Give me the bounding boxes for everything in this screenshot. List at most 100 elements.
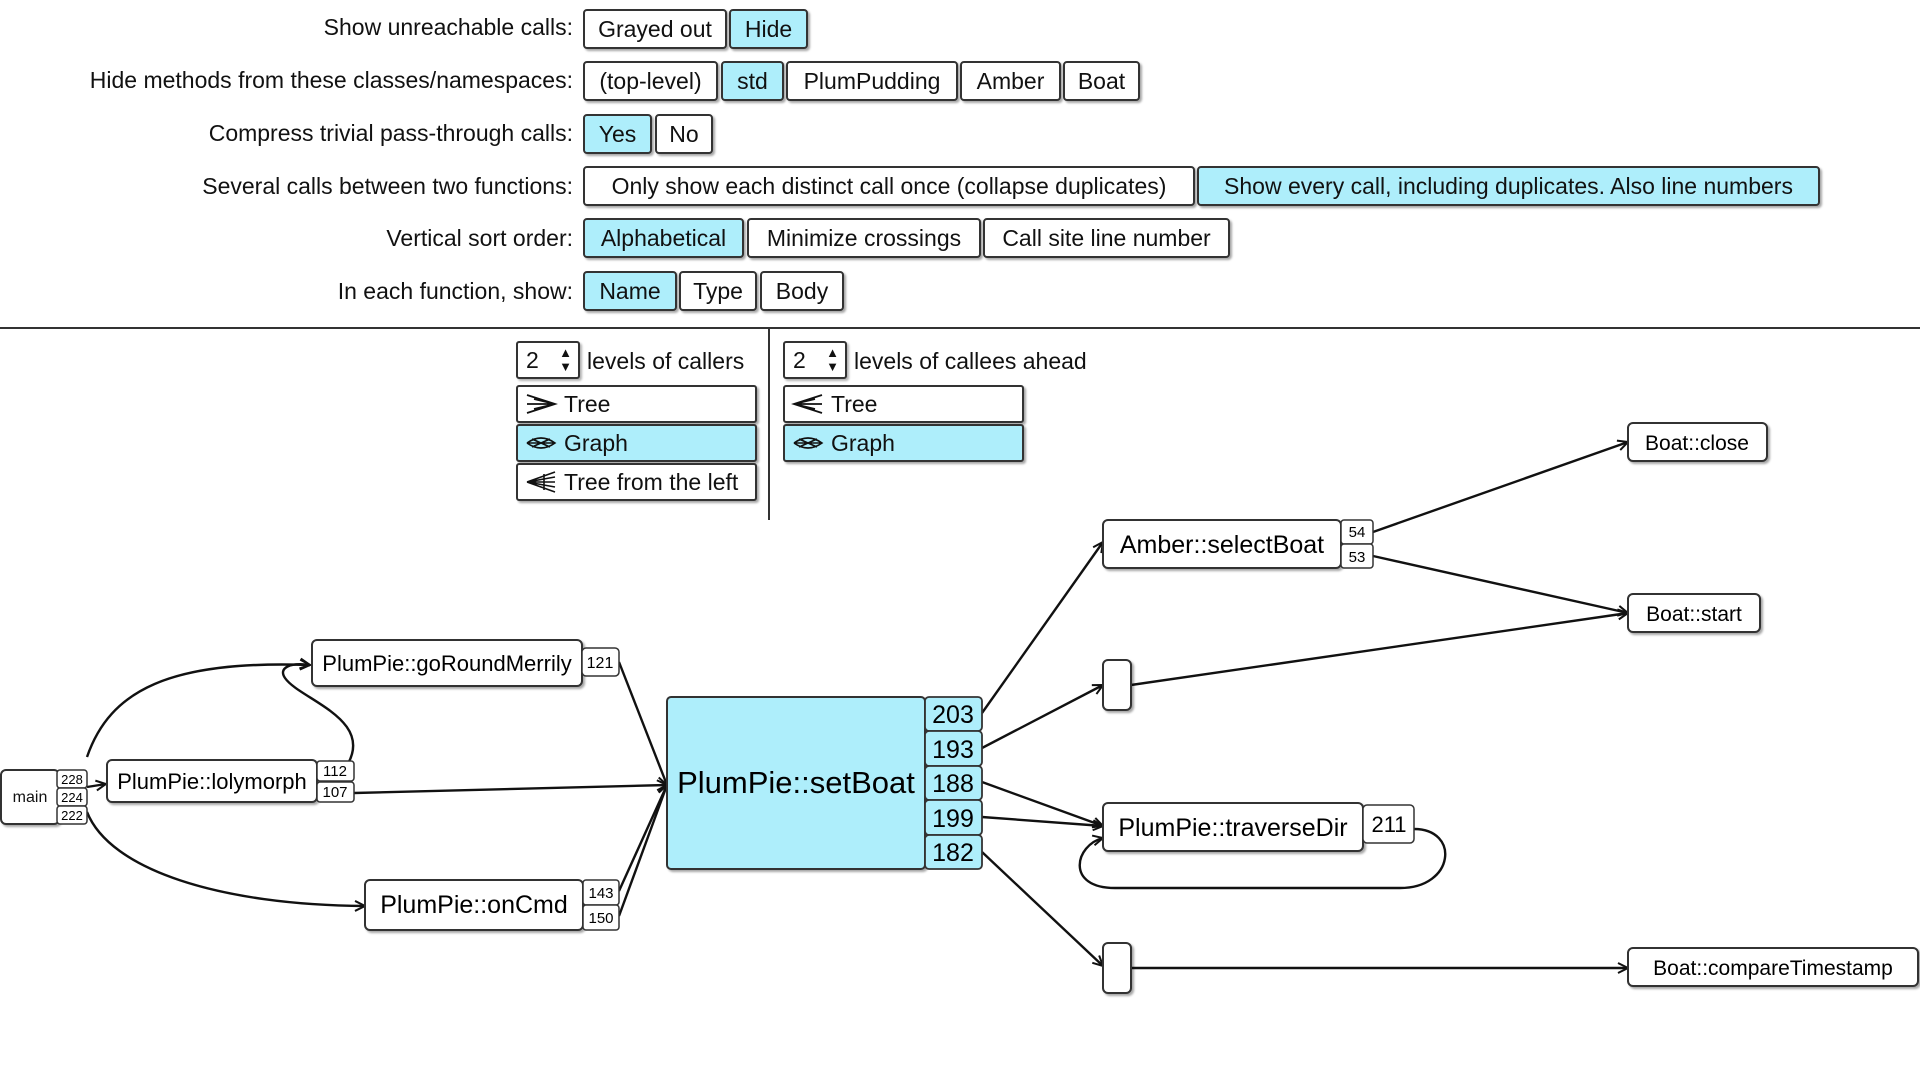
node-main[interactable]: main 228 224 222	[0, 769, 88, 825]
hide-plumpudding-button[interactable]: PlumPudding	[786, 61, 958, 101]
node-boat-comparetimestamp[interactable]: Boat::compareTimestamp	[1627, 947, 1919, 987]
option-label-several-calls: Several calls between two functions:	[202, 173, 573, 199]
node-boat-start-label: Boat::start	[1646, 603, 1742, 626]
node-boat-close[interactable]: Boat::close	[1627, 422, 1768, 462]
caller-tree-from-left-label: Tree from the left	[564, 468, 739, 495]
edge-selectboat-close	[1372, 442, 1628, 534]
edge-setboat-passthrough-2	[981, 851, 1103, 966]
caller-graph-button[interactable]: Graph	[516, 424, 757, 462]
edge-passthrough-start	[1130, 613, 1628, 687]
option-label-compress: Compress trivial pass-through calls:	[208, 120, 573, 146]
line-number-badge: 54	[1349, 524, 1366, 541]
line-number-badge: 224	[61, 790, 83, 805]
show-body-button[interactable]: Body	[760, 271, 844, 311]
edge-setboat-selectboat	[981, 542, 1103, 714]
unreachable-grayed-out-button[interactable]: Grayed out	[583, 9, 727, 49]
node-selectboat[interactable]: Amber::selectBoat 54 53	[1102, 519, 1374, 569]
node-setboat-focus[interactable]: PlumPie::setBoat 203 193 188 199 182	[666, 696, 983, 870]
node-lolymorph-label: PlumPie::lolymorph	[117, 769, 307, 794]
node-selectboat-label: Amber::selectBoat	[1120, 531, 1324, 559]
line-number-badge: 143	[588, 885, 613, 902]
callee-graph-button[interactable]: Graph	[783, 424, 1024, 462]
callee-levels-spinner[interactable]: 2 ▲▼	[783, 341, 847, 379]
node-goroundmerrily[interactable]: PlumPie::goRoundMerrily 121	[311, 639, 620, 687]
caller-graph-label: Graph	[564, 429, 628, 456]
sort-call-site-button[interactable]: Call site line number	[983, 218, 1230, 258]
edge-lolymorph-setboat	[353, 785, 667, 795]
graph-icon	[526, 437, 557, 449]
option-label-sort-order: Vertical sort order:	[386, 225, 573, 251]
tree-right-icon	[526, 394, 558, 414]
sort-minimize-crossings-button[interactable]: Minimize crossings	[747, 218, 981, 258]
node-setboat-label: PlumPie::setBoat	[677, 765, 915, 800]
show-every-call-button[interactable]: Show every call, including duplicates. A…	[1197, 166, 1820, 206]
caller-tree-from-left-button[interactable]: Tree from the left	[516, 463, 757, 501]
caller-tree-button[interactable]: Tree	[516, 385, 757, 423]
line-number-badge: 222	[61, 808, 83, 823]
line-number-badge: 150	[588, 910, 613, 927]
pass-through-node[interactable]	[1102, 659, 1132, 711]
edge-goroundmerrily-setboat	[617, 661, 667, 785]
caller-levels-spinner[interactable]: 2 ▲▼	[516, 341, 580, 379]
node-oncmd[interactable]: PlumPie::onCmd 143 150	[364, 879, 620, 931]
callee-levels-label: levels of callees ahead	[854, 348, 1087, 374]
node-traversedir[interactable]: PlumPie::traverseDir 211	[1102, 802, 1415, 852]
show-name-button[interactable]: Name	[583, 271, 677, 311]
option-label-show-in-function: In each function, show:	[337, 278, 573, 304]
panel-divider	[0, 327, 1920, 329]
spinner-arrows-icon[interactable]: ▲▼	[559, 345, 572, 374]
edge-setboat-traversedir-1	[981, 780, 1103, 826]
line-number-badge: 121	[587, 655, 614, 672]
option-label-unreachable: Show unreachable calls:	[323, 14, 573, 40]
caller-tree-label: Tree	[564, 390, 611, 417]
node-goroundmerrily-label: PlumPie::goRoundMerrily	[322, 651, 571, 676]
compress-no-button[interactable]: No	[655, 114, 713, 154]
node-oncmd-label: PlumPie::onCmd	[380, 891, 568, 919]
line-number-badge: 53	[1349, 549, 1366, 566]
callee-levels-value: 2	[793, 347, 806, 373]
node-lolymorph[interactable]: PlumPie::lolymorph 112 107	[106, 759, 355, 803]
line-number-badge: 203	[932, 701, 974, 729]
hide-std-button[interactable]: std	[721, 61, 784, 101]
line-number-badge: 112	[323, 763, 347, 780]
call-edges	[85, 442, 1628, 968]
line-number-badge: 188	[932, 770, 974, 798]
line-number-badge: 193	[932, 736, 974, 764]
unreachable-hide-button[interactable]: Hide	[729, 9, 808, 49]
node-boat-close-label: Boat::close	[1645, 432, 1749, 455]
node-boat-start[interactable]: Boat::start	[1627, 593, 1761, 633]
line-number-badge: 182	[932, 839, 974, 867]
hide-top-level-button[interactable]: (top-level)	[583, 61, 718, 101]
node-traversedir-label: PlumPie::traverseDir	[1118, 814, 1347, 842]
edge-traversedir-self	[1078, 827, 1447, 890]
hide-boat-button[interactable]: Boat	[1063, 61, 1140, 101]
collapse-duplicates-button[interactable]: Only show each distinct call once (colla…	[583, 166, 1195, 206]
edge-oncmd-setboat-2	[617, 785, 667, 917]
line-number-badge: 228	[61, 772, 83, 787]
show-type-button[interactable]: Type	[679, 271, 757, 311]
edge-oncmd-setboat-1	[617, 785, 667, 892]
spinner-arrows-icon[interactable]: ▲▼	[826, 345, 839, 374]
callee-tree-button[interactable]: Tree	[783, 385, 1024, 423]
line-number-badge: 107	[322, 784, 347, 801]
line-number-badge: 199	[932, 805, 974, 833]
edge-main-oncmd	[85, 811, 365, 906]
edge-setboat-traversedir-2	[981, 815, 1103, 826]
edge-selectboat-start	[1372, 554, 1628, 613]
levels-divider	[768, 328, 770, 520]
line-number-badge: 211	[1371, 812, 1406, 837]
graph-icon	[793, 437, 824, 449]
edge-setboat-passthrough-1	[981, 683, 1103, 750]
edge-lolymorph-goroundmerrily	[281, 664, 355, 771]
compress-yes-button[interactable]: Yes	[583, 114, 652, 154]
hide-amber-button[interactable]: Amber	[960, 61, 1061, 101]
pass-through-node[interactable]	[1102, 942, 1132, 994]
callee-tree-label: Tree	[831, 390, 878, 417]
sort-alphabetical-button[interactable]: Alphabetical	[583, 218, 744, 258]
option-label-hide-methods: Hide methods from these classes/namespac…	[89, 67, 573, 93]
caller-levels-value: 2	[526, 347, 539, 373]
node-main-label: main	[13, 789, 48, 806]
tree-left-icon	[791, 394, 823, 414]
edge-main-lolymorph	[86, 784, 106, 787]
